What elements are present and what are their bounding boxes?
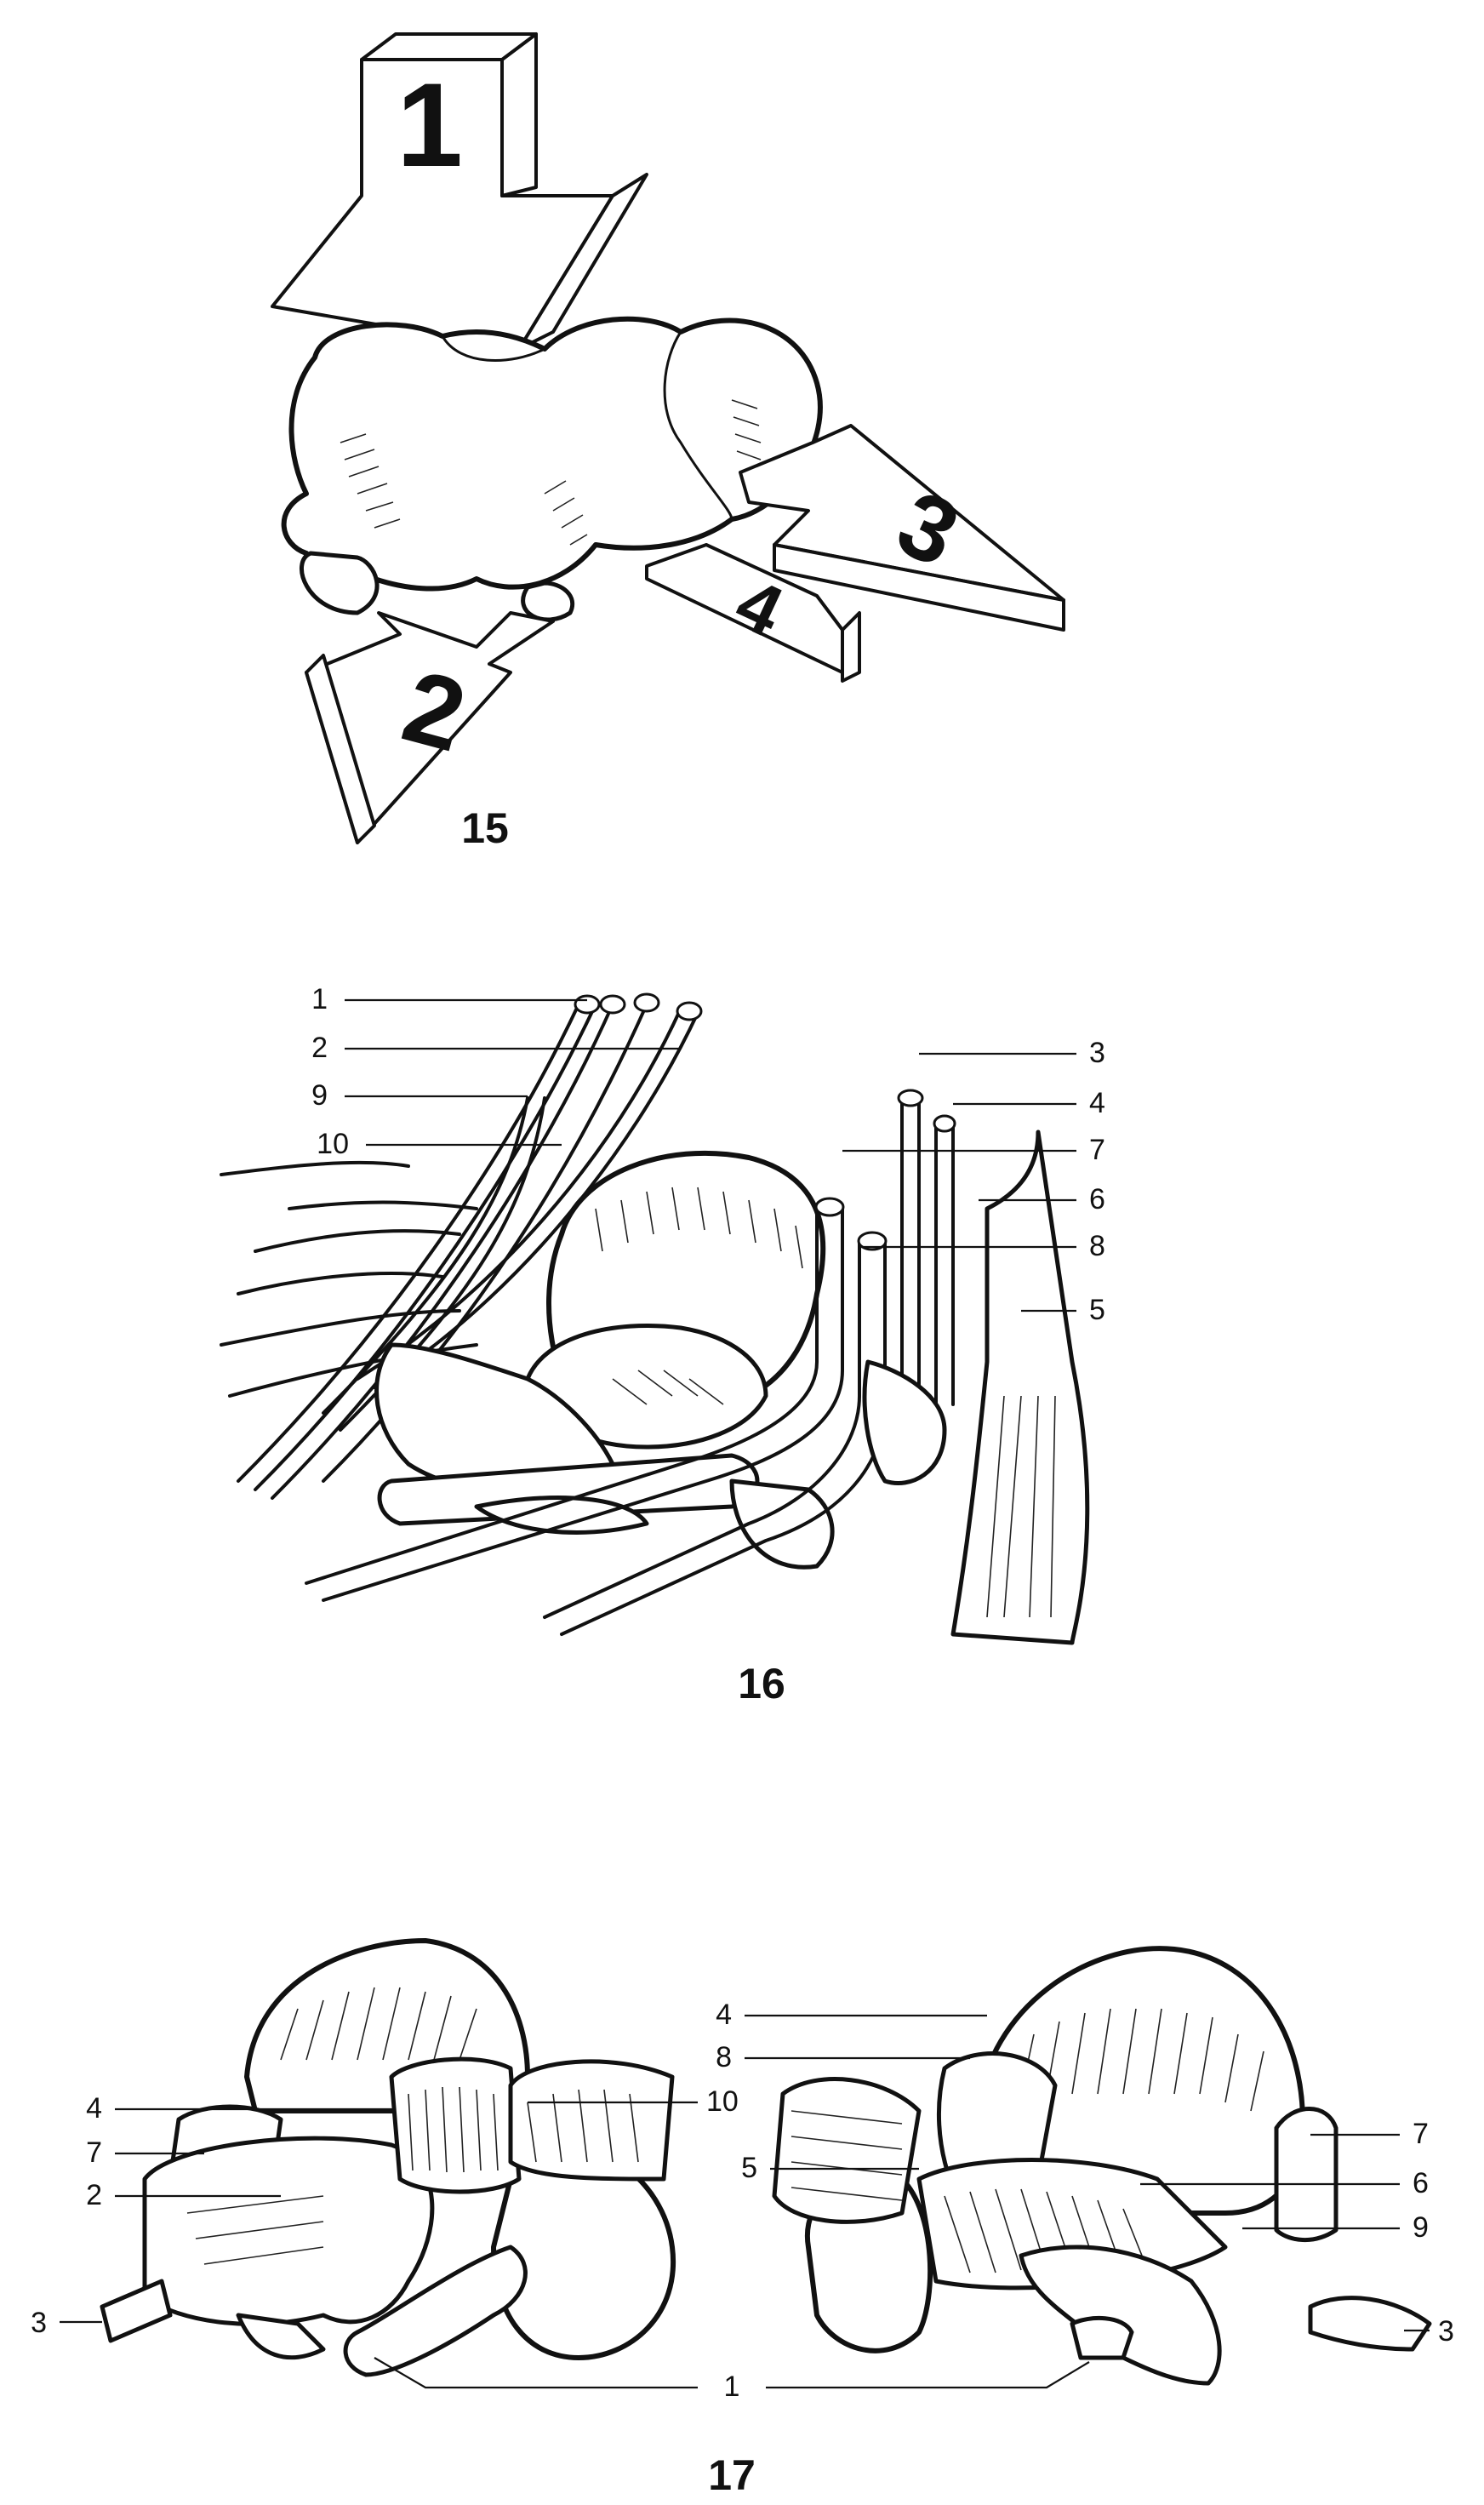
- label-17R-4: 4: [716, 1999, 732, 2031]
- label-16-7: 7: [1089, 1134, 1105, 1166]
- figure-15-number: 15: [461, 804, 509, 852]
- arrow-2: 2: [305, 611, 555, 844]
- labels-17-left: 4 7 2 3: [31, 2092, 698, 2389]
- arrow-3: 3: [739, 424, 1065, 632]
- label-16-3: 3: [1089, 1037, 1105, 1069]
- leader-17-1-left: [374, 2357, 698, 2389]
- label-17L-4: 4: [86, 2092, 102, 2125]
- figure-15: 1 2 3 4 15: [271, 32, 1065, 852]
- tendons-right-16: [305, 1089, 1090, 1645]
- label-16-9: 9: [311, 1079, 328, 1112]
- talus-dome-16: [374, 1150, 835, 1570]
- arrow-1-label: 1: [397, 58, 463, 192]
- label-16-8: 8: [1089, 1230, 1105, 1262]
- label-16-2: 2: [311, 1032, 328, 1064]
- figure-17-number: 17: [708, 2451, 756, 2499]
- label-16-10: 10: [317, 1128, 349, 1160]
- label-17L-2: 2: [86, 2179, 102, 2211]
- arrow-4: 4: [645, 543, 861, 683]
- label-17R-5: 5: [741, 2152, 757, 2184]
- label-17R-9: 9: [1413, 2211, 1429, 2244]
- figure-16: 1 2 9 10 3 4 7 6 8 5 16: [220, 983, 1105, 1707]
- label-17R-7: 7: [1413, 2118, 1429, 2150]
- labels-16: 1 2 9 10 3 4 7 6 8 5: [311, 983, 1105, 1326]
- label-16-1: 1: [311, 983, 328, 1015]
- talus-bone-15: [281, 316, 823, 622]
- label-17R-8: 8: [716, 2041, 732, 2073]
- label-17L-7: 7: [86, 2136, 102, 2169]
- label-17R-3: 3: [1438, 2315, 1454, 2348]
- label-17R-10: 10: [706, 2085, 739, 2118]
- label-16-5: 5: [1089, 1294, 1105, 1326]
- label-17-1: 1: [724, 2371, 740, 2403]
- arrow-1: 1: [271, 32, 648, 351]
- labels-17-right: 4 8 10 5 7 6 9 3 1: [528, 1999, 1454, 2403]
- leader-17-1-right: [766, 2361, 1090, 2389]
- figure-17-left: 4 7 2 3: [31, 1938, 698, 2389]
- figure-17-right: 4 8 10 5 7 6 9 3 1: [528, 1946, 1454, 2403]
- figure-16-number: 16: [738, 1660, 785, 1707]
- label-16-4: 4: [1089, 1087, 1105, 1119]
- label-17L-3: 3: [31, 2307, 47, 2339]
- label-17R-6: 6: [1413, 2167, 1429, 2199]
- label-16-6: 6: [1089, 1183, 1105, 1215]
